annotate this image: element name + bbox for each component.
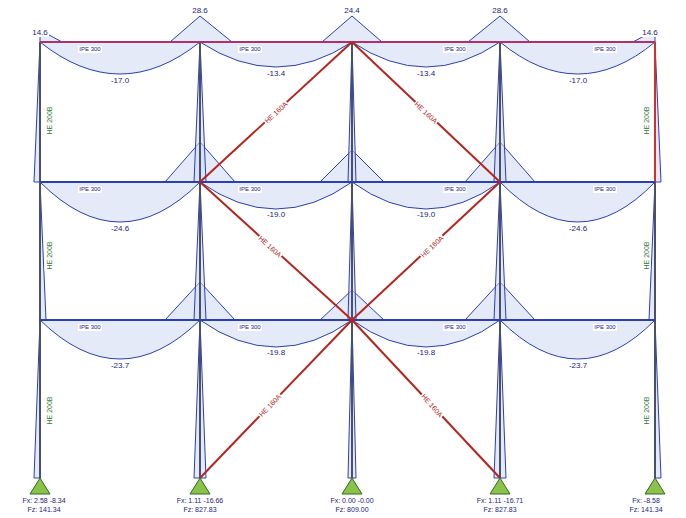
section-label: IPE 300 (238, 186, 261, 193)
section-label: IPE 300 (443, 324, 466, 331)
section-label: IPE 300 (443, 46, 466, 53)
section-label: HE 200B (642, 105, 651, 135)
section-label: IPE 300 (593, 46, 616, 53)
moment-value: -19.0 (266, 210, 286, 219)
section-label: HE 200B (45, 105, 54, 135)
section-label: IPE 300 (78, 46, 101, 53)
brace-label: HE 160A (256, 233, 284, 260)
section-label: IPE 300 (238, 324, 261, 331)
reaction-value: Fx: 1.11 -16.71 (476, 497, 525, 505)
brace-label: HE 160A (262, 99, 290, 126)
moment-value: -23.7 (568, 361, 588, 370)
section-label: IPE 300 (78, 324, 101, 331)
section-label: IPE 300 (593, 186, 616, 193)
section-label: IPE 300 (443, 186, 466, 193)
moment-value: -13.4 (266, 69, 286, 78)
moment-value: -17.0 (110, 76, 130, 85)
reaction-value: Fx: 0.00 -0.00 (329, 497, 374, 505)
moment-value: 28.6 (191, 6, 209, 15)
moment-value: -19.8 (266, 348, 286, 357)
moment-value: 28.6 (491, 6, 509, 15)
section-label: IPE 300 (593, 324, 616, 331)
section-label: HE 200B (642, 395, 651, 425)
reaction-value: Fz: 827.83 (182, 506, 217, 514)
reaction-value: Fx: -8.58 (631, 497, 661, 505)
brace-label: HE 160A (418, 232, 446, 259)
moment-value: -13.4 (416, 69, 436, 78)
moment-value: -23.7 (110, 361, 130, 370)
moment-value: 14.6 (641, 28, 659, 37)
brace-label: HE 160A (412, 99, 440, 126)
moment-value: -19.8 (416, 348, 436, 357)
moment-value: 14.6 (31, 28, 49, 37)
reaction-value: Fz: 141.34 (628, 506, 663, 514)
brace-label: HE 160A (256, 391, 283, 419)
moment-value: 24.4 (343, 6, 361, 15)
moment-value: -24.6 (110, 224, 130, 233)
section-label: IPE 300 (78, 186, 101, 193)
section-label: HE 200B (642, 240, 651, 270)
moment-value: -24.6 (568, 224, 588, 233)
section-label: HE 200B (45, 240, 54, 270)
reaction-value: Fx: 2.58 -8.34 (21, 497, 66, 505)
reaction-value: Fz: 141.34 (26, 506, 61, 514)
moment-value: -17.0 (568, 76, 588, 85)
section-label: HE 200B (45, 395, 54, 425)
reaction-value: Fx: 1.11 -16.66 (176, 497, 225, 505)
moment-value: -19.0 (416, 210, 436, 219)
section-label: IPE 300 (238, 46, 261, 53)
reaction-value: Fz: 827.83 (482, 506, 517, 514)
brace-label: HE 160A (419, 391, 445, 420)
reaction-value: Fz: 809.00 (334, 506, 369, 514)
